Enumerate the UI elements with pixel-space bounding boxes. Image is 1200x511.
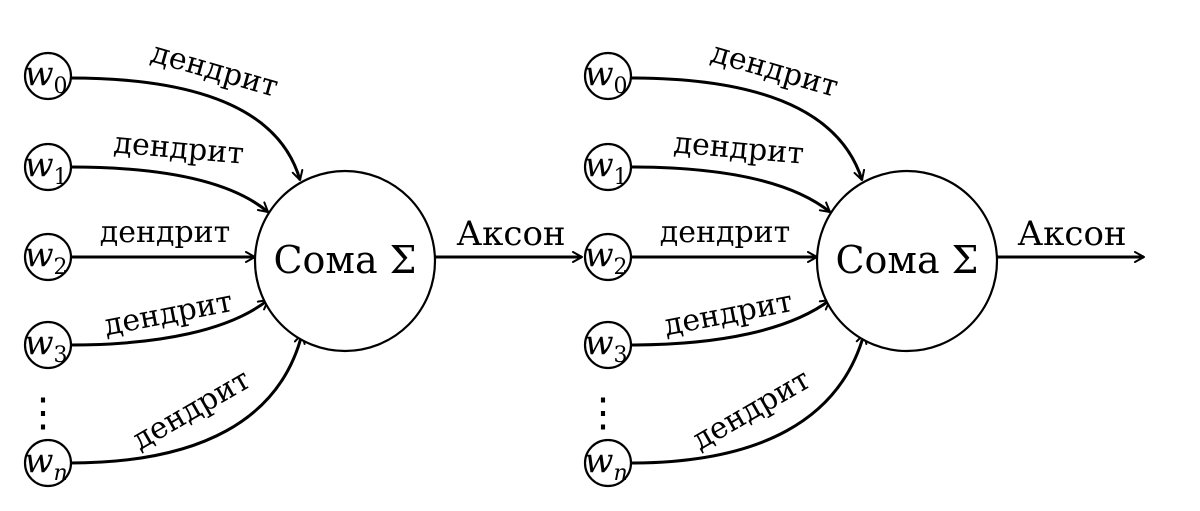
soma-circle	[253, 169, 437, 353]
weight-label: w0	[584, 54, 627, 99]
dendrite-arrow	[69, 165, 269, 214]
weight-node: w2	[583, 232, 633, 282]
weight-label: w1	[24, 145, 67, 190]
weight-node: w1	[23, 142, 73, 192]
weight-node: w0	[23, 51, 73, 101]
weight-node-circle	[23, 142, 73, 192]
weight-node-circle	[23, 51, 73, 101]
soma-label: Сома Σ	[273, 238, 416, 282]
weight-node-circle	[583, 51, 633, 101]
weight-label: wn	[24, 441, 67, 486]
dendrite-label: дендрит	[101, 284, 236, 343]
weight-label: wn	[584, 441, 627, 486]
axon-label: Аксон	[456, 214, 565, 254]
dendrite-arrow	[629, 165, 831, 214]
axon-label: Аксон	[1017, 214, 1126, 254]
dendrite-label: дендрит	[661, 284, 796, 343]
dendrite-label: дендрит	[707, 35, 842, 105]
weight-node-circle	[583, 142, 633, 192]
dendrite-label: дендрит	[147, 35, 282, 105]
dendrite-arrow	[629, 76, 866, 181]
soma-circle	[815, 169, 999, 353]
weight-node: w0	[583, 51, 633, 101]
weight-node-circle	[23, 320, 73, 370]
weight-node: w3	[23, 320, 73, 370]
weight-node: wn	[23, 438, 73, 488]
weight-node-circle	[583, 232, 633, 282]
neuron-1: дендрит дендрит дендрит дендрит дендрит w0 w1 w…	[583, 35, 1145, 488]
vertical-ellipsis: ⋮	[23, 390, 63, 436]
weight-node: w1	[583, 142, 633, 192]
weight-label: w0	[24, 54, 67, 99]
weight-label: w3	[584, 323, 627, 368]
dendrite-arrow	[69, 333, 306, 465]
dendrite-label: дендрит	[112, 125, 245, 171]
dendrite-label: дендрит	[126, 362, 257, 458]
weight-node: w3	[583, 320, 633, 370]
dendrite-arrow	[69, 76, 304, 181]
weight-label: w1	[584, 145, 627, 190]
dendrite-label: дендрит	[686, 362, 817, 458]
dendrite-label: дендрит	[100, 215, 231, 250]
weight-node: w2	[23, 232, 73, 282]
weight-label: w2	[24, 235, 67, 280]
weight-node-circle	[583, 320, 633, 370]
dendrite-label: дендрит	[672, 125, 805, 171]
dendrite-arrow	[69, 298, 269, 347]
neuron-0: дендрит дендрит дендрит дендрит дендрит w0 w1 w…	[23, 35, 583, 488]
soma-label: Сома Σ	[835, 238, 978, 282]
dendrite-label: дендрит	[660, 215, 791, 250]
weight-node-circle	[23, 438, 73, 488]
dendrite-arrow	[629, 333, 868, 465]
vertical-ellipsis: ⋮	[583, 390, 623, 436]
weight-node: wn	[583, 438, 633, 488]
weight-node-circle	[23, 232, 73, 282]
weight-label: w3	[24, 323, 67, 368]
dendrite-arrow	[629, 298, 831, 347]
weight-label: w2	[584, 235, 627, 280]
weight-node-circle	[583, 438, 633, 488]
